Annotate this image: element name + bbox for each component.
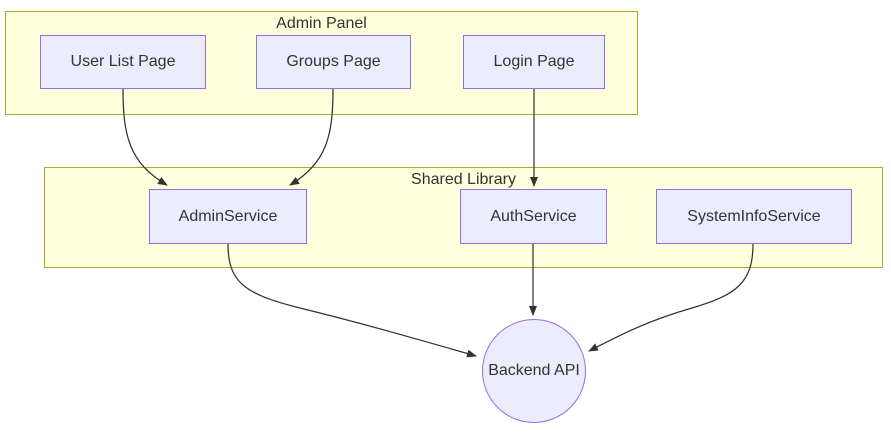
node-login-page-label: Login Page: [493, 53, 575, 70]
node-user-list-page-label: User List Page: [70, 53, 176, 70]
node-login-page: Login Page: [463, 35, 605, 89]
node-auth-service: AuthService: [460, 189, 607, 244]
cluster-admin-panel-label: Admin Panel: [276, 15, 367, 32]
node-user-list-page: User List Page: [40, 35, 206, 89]
node-system-info-service-label: SystemInfoService: [687, 207, 821, 225]
node-backend-api: Backend API: [482, 319, 586, 423]
node-groups-page: Groups Page: [256, 35, 411, 89]
node-admin-service-label: AdminService: [178, 207, 278, 225]
node-groups-page-label: Groups Page: [286, 53, 381, 70]
cluster-shared-library-label: Shared Library: [411, 171, 516, 188]
node-backend-api-label: Backend API: [488, 362, 580, 379]
node-admin-service: AdminService: [149, 189, 307, 244]
node-system-info-service: SystemInfoService: [656, 189, 852, 244]
node-auth-service-label: AuthService: [490, 207, 577, 225]
